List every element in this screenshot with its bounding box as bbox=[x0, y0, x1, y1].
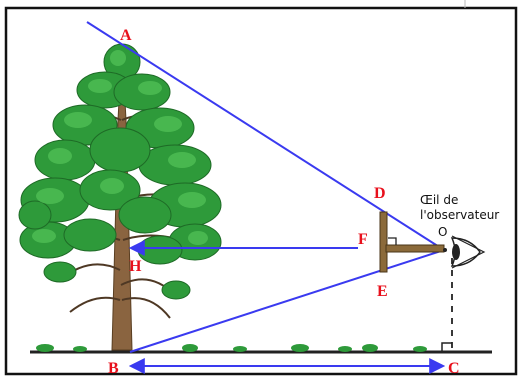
label-D: D bbox=[374, 185, 386, 202]
observer-label-line1: Œil de bbox=[420, 193, 458, 207]
label-H: H bbox=[129, 258, 142, 275]
eye-icon bbox=[450, 235, 486, 269]
label-E: E bbox=[377, 283, 388, 300]
tree-foliage-highlights bbox=[32, 50, 208, 245]
grass-tufts bbox=[36, 344, 427, 352]
cross-staff bbox=[379, 211, 447, 273]
label-C: C bbox=[448, 360, 460, 377]
label-O: O bbox=[438, 225, 447, 239]
cross-staff-vertical bbox=[379, 211, 388, 273]
right-angle-instrument bbox=[388, 237, 397, 245]
point-O-marker bbox=[443, 248, 447, 252]
right-angle-C bbox=[441, 342, 452, 352]
label-F: F bbox=[358, 231, 368, 248]
observer-label-line2: l'observateur bbox=[420, 208, 499, 222]
cross-staff-horizontal bbox=[385, 244, 445, 253]
sight-line-BO bbox=[129, 249, 445, 353]
tree bbox=[18, 43, 222, 351]
label-B: B bbox=[108, 360, 119, 377]
label-A: A bbox=[120, 27, 132, 44]
